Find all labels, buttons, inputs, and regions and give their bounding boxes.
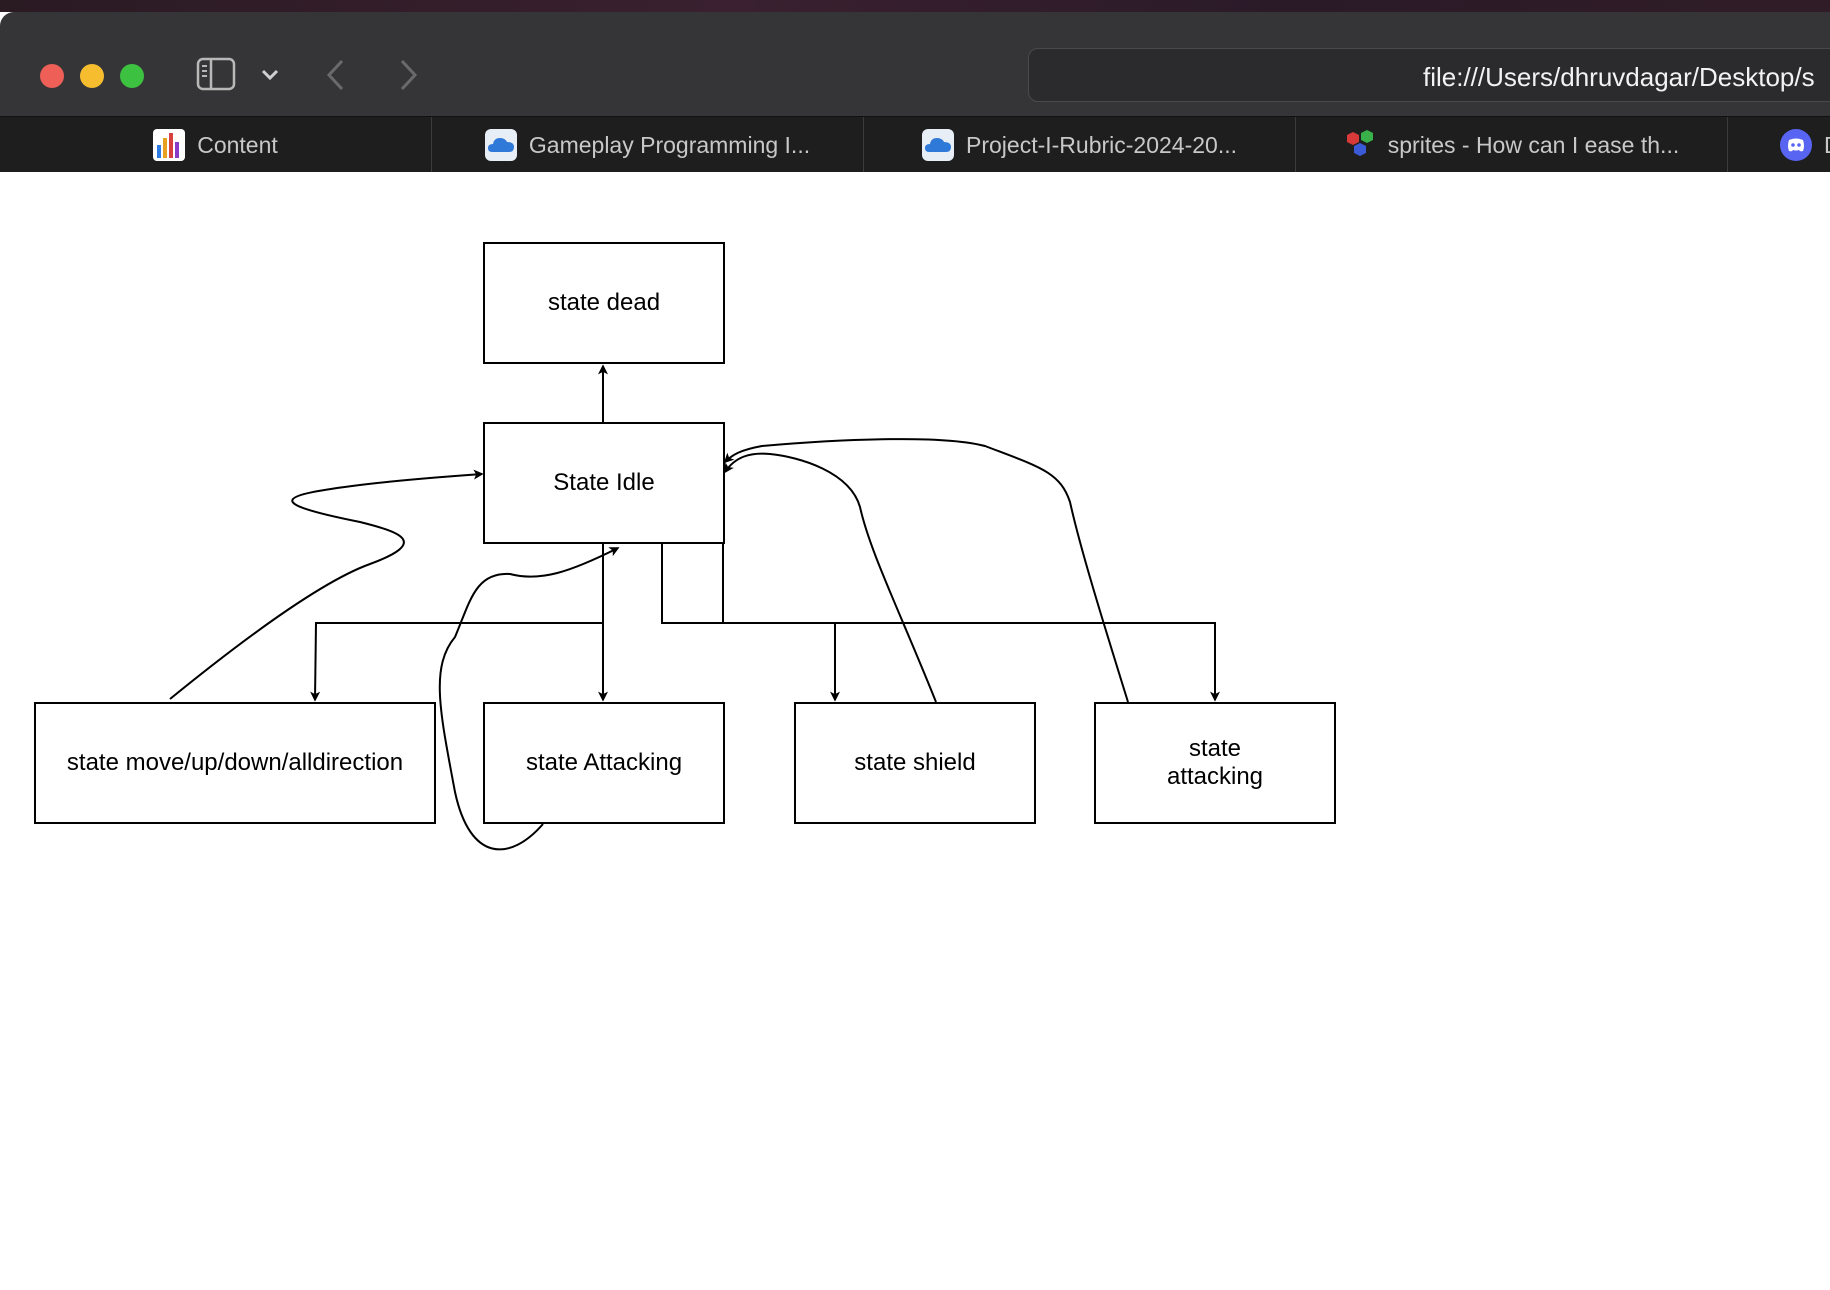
edge-attacking-to-idle bbox=[438, 547, 620, 851]
cubes-favicon-icon bbox=[1346, 130, 1373, 156]
forward-arrow-icon[interactable] bbox=[396, 58, 420, 92]
node-state-shield[interactable]: state shield bbox=[794, 702, 1036, 824]
address-bar[interactable]: file:///Users/dhruvdagar/Desktop/s bbox=[1028, 48, 1830, 102]
zoom-window-button[interactable] bbox=[120, 64, 144, 88]
tab-discord[interactable]: D bbox=[1728, 117, 1830, 173]
tab-label: Content bbox=[197, 131, 278, 158]
diagram-edges bbox=[169, 364, 1220, 851]
edge-shield-to-idle bbox=[724, 452, 937, 703]
tab-bar: Content Gameplay Programming I... Projec… bbox=[0, 116, 1830, 173]
discord-favicon-icon bbox=[1780, 129, 1812, 161]
bar-chart-favicon-icon bbox=[153, 129, 186, 161]
node-label-line2: attacking bbox=[1166, 763, 1264, 790]
tab-gameplay-programming[interactable]: Gameplay Programming I... bbox=[432, 117, 864, 173]
node-label: state move/up/down/alldirection bbox=[66, 749, 404, 776]
close-window-button[interactable] bbox=[40, 64, 64, 88]
node-state-move[interactable]: state move/up/down/alldirection bbox=[34, 702, 436, 824]
tab-label: Gameplay Programming I... bbox=[528, 131, 811, 158]
node-label-line1: state bbox=[1188, 735, 1242, 762]
tab-label: Project-I-Rubric-2024-20... bbox=[966, 131, 1237, 158]
node-label: state Attacking bbox=[525, 749, 683, 776]
node-label: state dead bbox=[547, 289, 661, 316]
node-state-dead[interactable]: state dead bbox=[483, 242, 725, 364]
edge-idle-to-move bbox=[310, 622, 603, 702]
tab-sprites[interactable]: sprites - How can I ease th... bbox=[1296, 117, 1728, 173]
edge-move-to-idle bbox=[169, 469, 484, 700]
sidebar-toggle-icon[interactable] bbox=[196, 56, 236, 92]
node-state-idle[interactable]: State Idle bbox=[483, 422, 725, 544]
node-state-attacking[interactable]: state Attacking bbox=[483, 702, 725, 824]
node-state-attacking-right[interactable]: state attacking bbox=[1094, 702, 1336, 824]
edge-idle-to-shield bbox=[661, 542, 840, 702]
node-label: State Idle bbox=[553, 469, 655, 496]
tab-project-rubric[interactable]: Project-I-Rubric-2024-20... bbox=[864, 117, 1296, 173]
tab-label: D bbox=[1824, 132, 1830, 159]
back-arrow-icon[interactable] bbox=[324, 58, 348, 92]
edge-idle-to-attacking-right bbox=[722, 542, 1220, 702]
edge-attacking-right-to-idle bbox=[723, 438, 1129, 703]
desktop-strip bbox=[0, 0, 1830, 12]
page-content: state dead State Idle state move/up/down… bbox=[0, 172, 1830, 1290]
cloud-favicon-icon bbox=[484, 129, 517, 161]
tab-label: sprites - How can I ease th... bbox=[1387, 131, 1680, 158]
address-url: file:///Users/dhruvdagar/Desktop/s bbox=[1423, 62, 1815, 92]
cloud-favicon-icon bbox=[922, 129, 954, 161]
chevron-down-icon[interactable] bbox=[258, 62, 282, 86]
tab-content[interactable]: Content bbox=[0, 117, 432, 173]
minimize-window-button[interactable] bbox=[80, 64, 104, 88]
node-label: state shield bbox=[854, 749, 976, 776]
browser-toolbar: file:///Users/dhruvdagar/Desktop/s bbox=[0, 12, 1830, 116]
